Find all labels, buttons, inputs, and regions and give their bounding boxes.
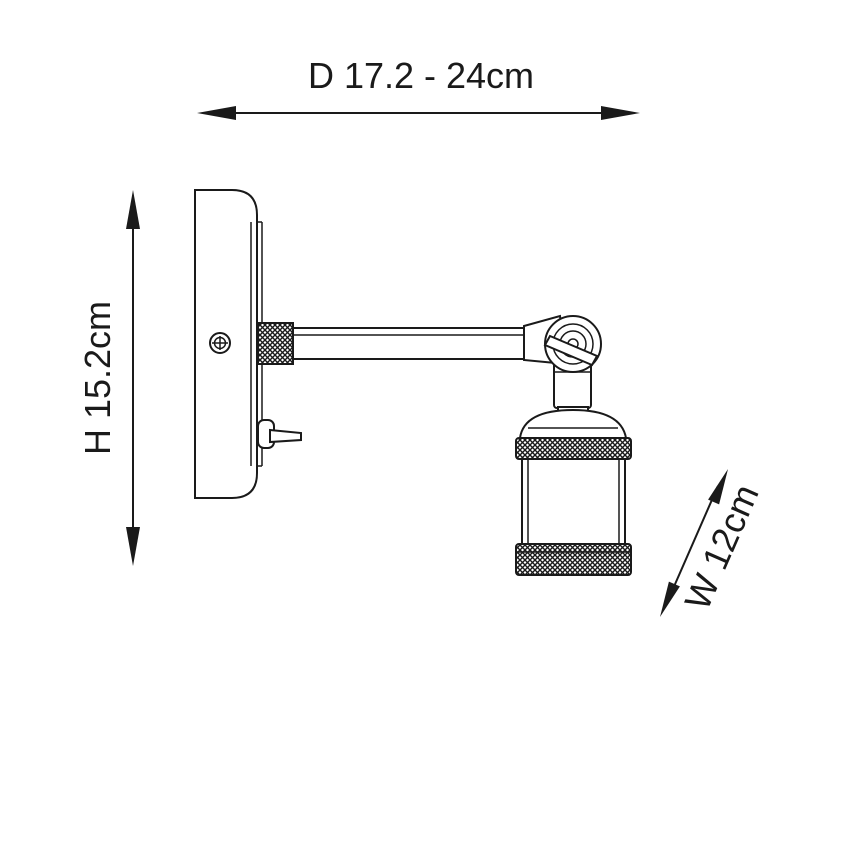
height-arrow-bottom (126, 527, 140, 566)
width-arrow-bottom (660, 581, 680, 617)
holder-top-band-knurled (515, 437, 632, 460)
depth-dimension: D 17.2 - 24cm (197, 55, 640, 120)
height-dimension: H 15.2cm (77, 190, 140, 566)
depth-arrow-left (197, 106, 236, 120)
width-label: W 12cm (676, 478, 766, 615)
height-label: H 15.2cm (77, 301, 118, 455)
width-dimension-line (668, 485, 719, 599)
width-dimension: W 12cm (660, 469, 767, 617)
holder-bottom-band-knurled (515, 543, 632, 576)
height-arrow-top (126, 190, 140, 229)
mounting-screw-icon (209, 332, 231, 354)
depth-label: D 17.2 - 24cm (308, 55, 534, 96)
toggle-switch-icon (257, 419, 302, 449)
knuckle-joint (523, 314, 602, 409)
lamp-holder (515, 406, 632, 576)
arm-rod (292, 327, 530, 360)
width-arrow-top (708, 469, 728, 505)
depth-arrow-right (601, 106, 640, 120)
arm-collar-knurled (257, 322, 294, 365)
